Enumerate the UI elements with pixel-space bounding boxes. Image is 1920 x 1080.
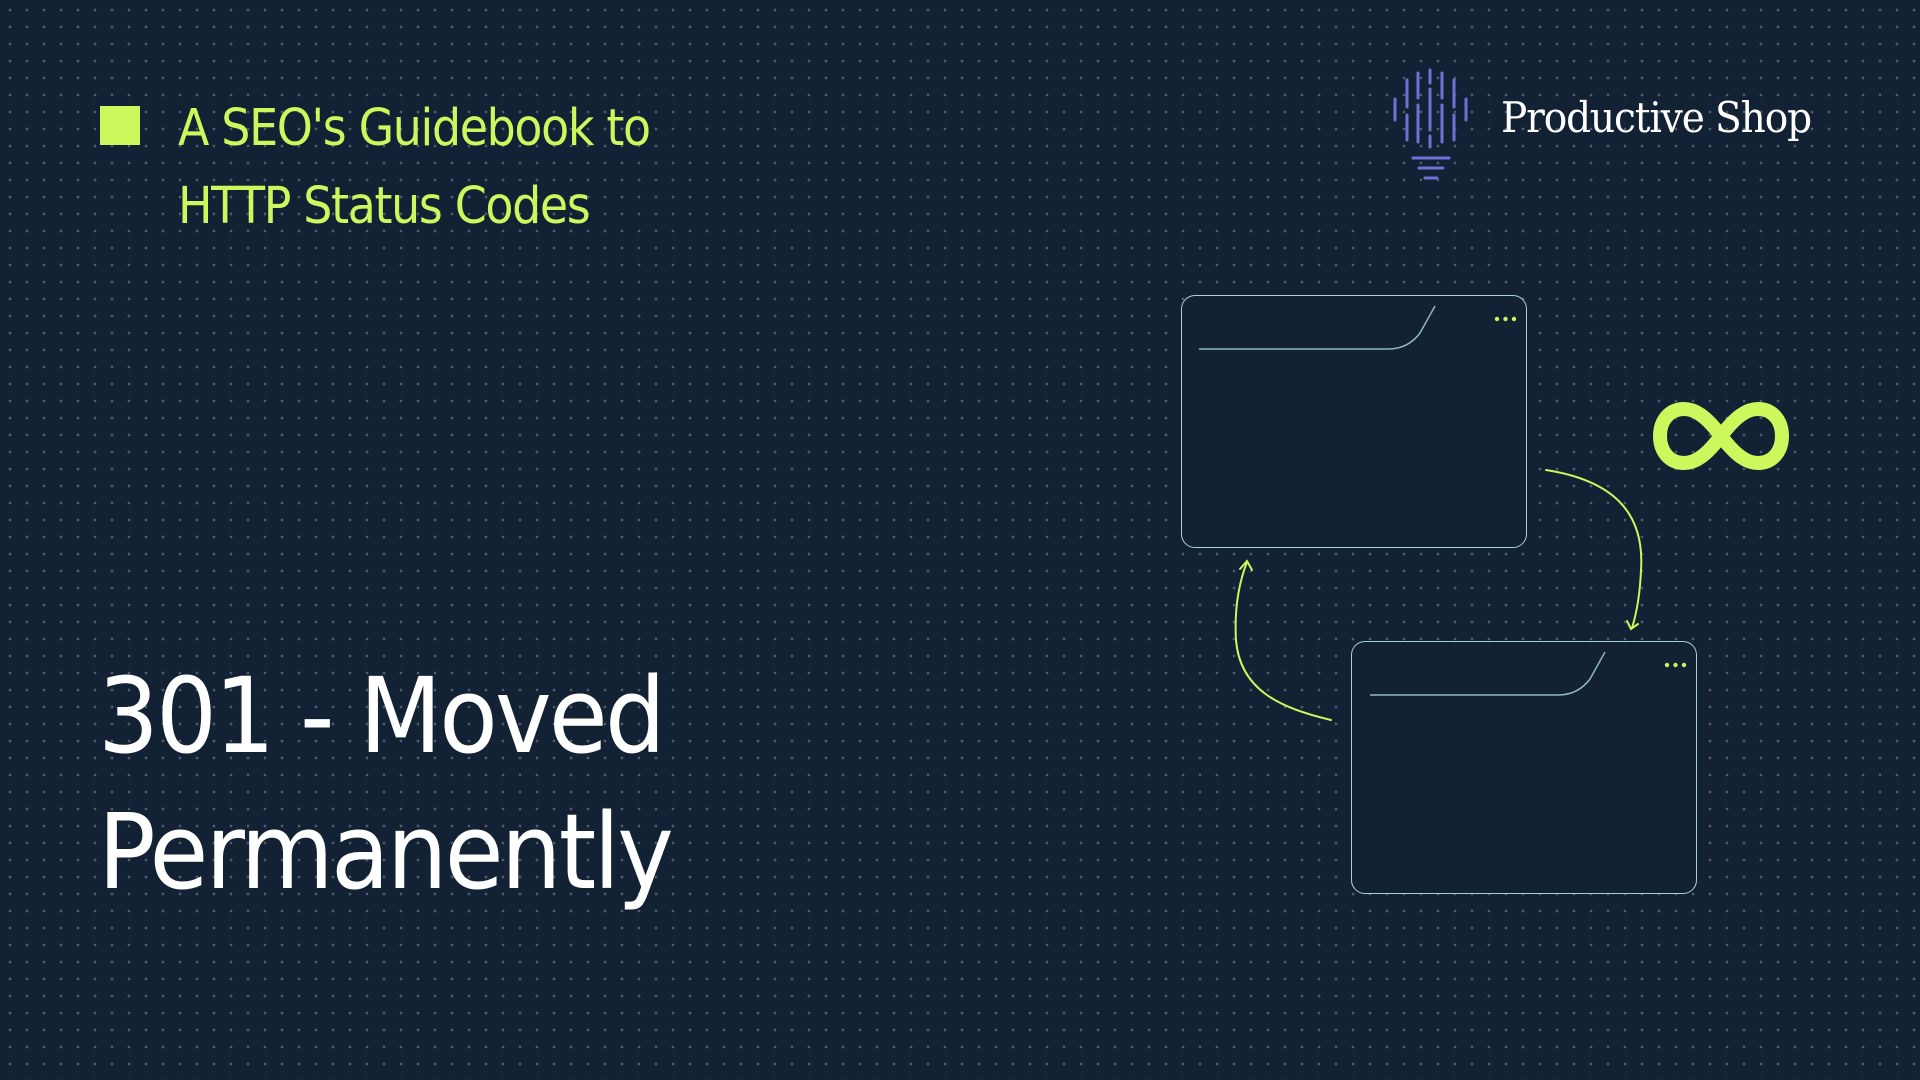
brand-name: Productive Shop (1501, 93, 1812, 142)
browser-window-source (1181, 295, 1527, 548)
status-code-title: 301 - Moved Permanently (98, 648, 674, 920)
heading-square-marker (100, 106, 140, 145)
status-code-title-line-2: Permanently (98, 791, 674, 913)
guide-heading: A SEO's Guidebook to HTTP Status Codes (178, 90, 651, 246)
guide-heading-line-1: A SEO's Guidebook to (178, 99, 651, 158)
redirect-back-arrow (1234, 559, 1332, 721)
browser-window-destination (1351, 641, 1697, 894)
redirect-forward-arrow (1545, 469, 1643, 631)
guide-heading-line-2: HTTP Status Codes (178, 177, 591, 236)
infinity-icon (1653, 402, 1789, 470)
status-code-title-line-1: 301 - Moved (98, 655, 666, 777)
